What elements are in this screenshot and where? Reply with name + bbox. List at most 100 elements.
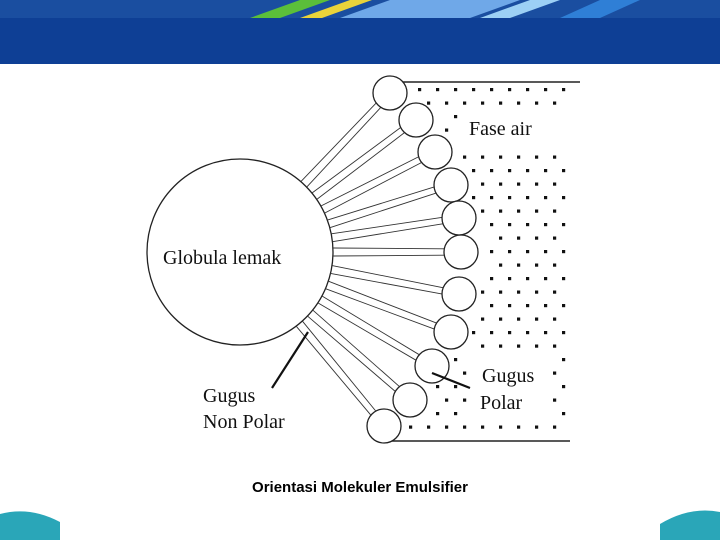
pointer-nonpolar: [271, 331, 309, 389]
nonpolar-tail-line: [332, 247, 445, 250]
water-dot: [553, 209, 557, 213]
water-dot: [490, 331, 494, 335]
water-dot: [508, 250, 512, 254]
water-dot: [562, 277, 566, 281]
nonpolar-tail-line: [307, 315, 396, 392]
water-dot: [499, 101, 503, 105]
water-dot: [490, 277, 494, 281]
polar-head-circle: [372, 75, 408, 111]
polar-head-circle: [417, 134, 453, 170]
water-dot: [562, 331, 566, 335]
water-dot: [544, 277, 548, 281]
nonpolar-tail-line: [329, 192, 436, 229]
water-dot: [526, 250, 530, 254]
label-globula-lemak: Globula lemak: [163, 247, 281, 269]
water-dot: [553, 425, 557, 429]
water-dot: [562, 358, 566, 362]
water-phase-region: [385, 81, 580, 442]
water-dot: [553, 263, 557, 267]
water-dot: [481, 182, 485, 186]
water-dot: [490, 88, 494, 92]
water-dot: [508, 223, 512, 227]
water-dot: [517, 317, 521, 321]
water-dot: [535, 263, 539, 267]
water-dot: [418, 88, 422, 92]
water-dot: [517, 209, 521, 213]
water-dot: [499, 209, 503, 213]
water-dot: [544, 196, 548, 200]
label-gugus-polar-1: Gugus: [482, 365, 534, 387]
polar-head-circle: [443, 234, 479, 270]
nonpolar-tail-line: [312, 309, 400, 387]
water-dot: [544, 169, 548, 173]
polar-head-circle: [414, 348, 450, 384]
water-dot: [544, 304, 548, 308]
slide-header-band: [0, 0, 720, 64]
nonpolar-tail-line: [328, 280, 437, 324]
water-dot: [526, 331, 530, 335]
water-dot: [508, 304, 512, 308]
water-dot: [481, 101, 485, 105]
water-dot: [526, 277, 530, 281]
nonpolar-tail-line: [317, 302, 416, 361]
water-dot: [526, 304, 530, 308]
water-dot: [499, 290, 503, 294]
nonpolar-tail-line: [321, 295, 420, 355]
water-dot: [427, 425, 431, 429]
water-dot: [499, 155, 503, 159]
nonpolar-tail-line: [295, 325, 372, 416]
water-dot: [553, 155, 557, 159]
water-dot: [481, 317, 485, 321]
water-dot: [517, 263, 521, 267]
water-dot: [445, 398, 449, 402]
water-dot: [526, 223, 530, 227]
water-dot: [535, 344, 539, 348]
water-dot: [445, 128, 449, 132]
water-dot: [562, 169, 566, 173]
water-dot: [553, 371, 557, 375]
water-dot: [499, 182, 503, 186]
water-dot: [463, 398, 467, 402]
water-dot: [490, 304, 494, 308]
water-dot: [463, 371, 467, 375]
water-dot: [517, 236, 521, 240]
water-dot: [454, 115, 458, 119]
water-dot: [445, 101, 449, 105]
water-dot: [535, 101, 539, 105]
label-gugus-nonpolar-2: Non Polar: [203, 411, 285, 433]
water-dot: [409, 425, 413, 429]
water-dot: [535, 425, 539, 429]
water-dot: [553, 398, 557, 402]
nonpolar-tail-line: [311, 127, 401, 194]
emulsifier-molecules: [295, 75, 479, 444]
water-dot: [499, 317, 503, 321]
water-dot: [517, 290, 521, 294]
water-dot: [508, 88, 512, 92]
water-dot: [490, 223, 494, 227]
water-dot: [535, 317, 539, 321]
water-dot: [427, 101, 431, 105]
water-dot: [490, 169, 494, 173]
water-dot: [463, 101, 467, 105]
water-dot: [526, 88, 530, 92]
water-dot: [454, 358, 458, 362]
water-dot: [508, 196, 512, 200]
slide-bottom-band: [0, 510, 720, 540]
water-dot: [562, 88, 566, 92]
water-dot: [472, 331, 476, 335]
water-dot: [562, 304, 566, 308]
water-dot: [562, 250, 566, 254]
polar-head-circle: [433, 314, 469, 350]
water-dot: [517, 182, 521, 186]
water-dot: [508, 331, 512, 335]
water-dot: [463, 425, 467, 429]
water-dot: [517, 344, 521, 348]
nonpolar-tail-line: [324, 162, 422, 214]
water-dot: [499, 236, 503, 240]
water-dot: [553, 290, 557, 294]
nonpolar-tail-line: [332, 265, 443, 289]
polar-head-circle: [366, 408, 402, 444]
water-dot: [544, 223, 548, 227]
nonpolar-tail-line: [331, 217, 442, 235]
